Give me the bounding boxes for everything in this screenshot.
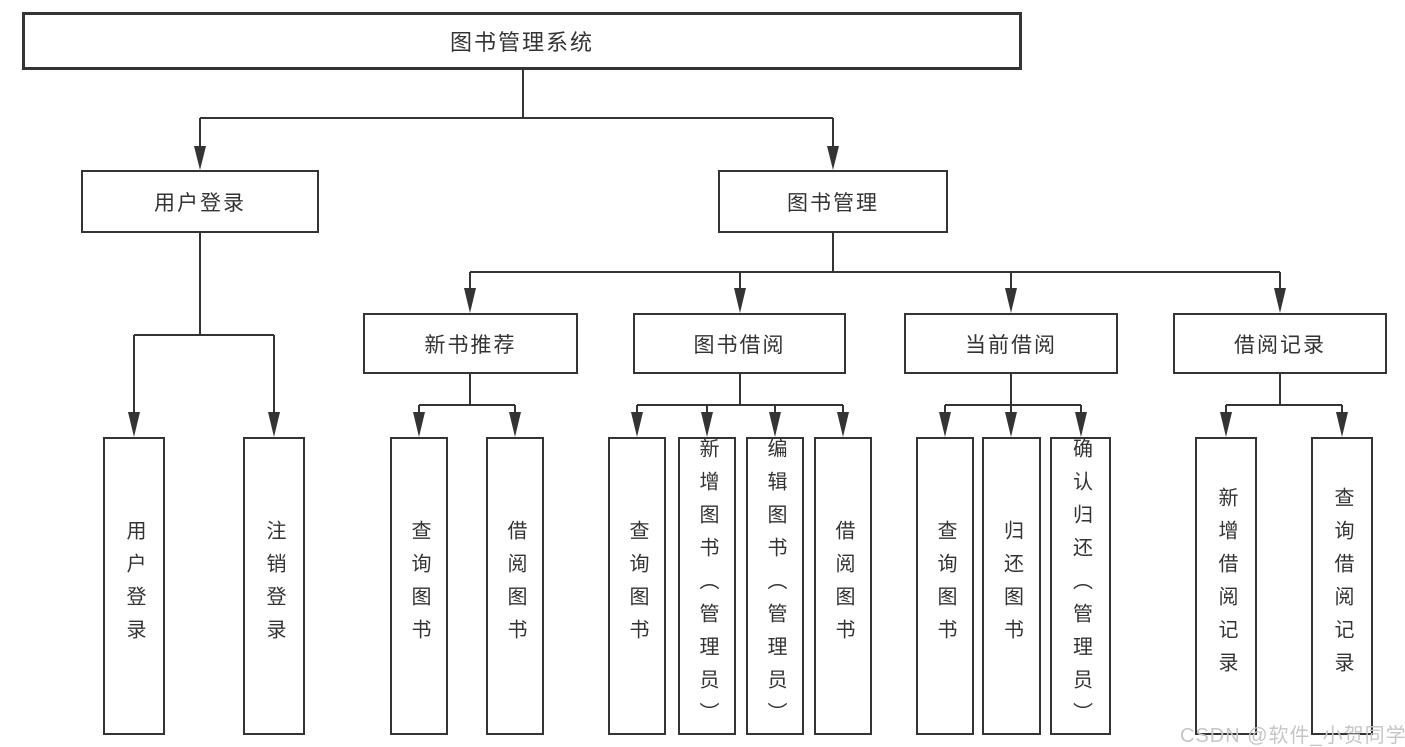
node-book-management-label: 图书管理	[787, 191, 879, 215]
leaf-recommend-borrow-books: 借阅图书	[486, 437, 544, 735]
leaf-borrowing-query-books-label: 查询图书	[626, 520, 648, 652]
node-root: 图书管理系统	[22, 12, 1022, 70]
leaf-user-login-label: 用户登录	[123, 520, 145, 652]
leaf-records-query-record-label: 查询借阅记录	[1331, 487, 1353, 685]
leaf-borrowing-edit-books-label: 编辑图书（管理员）	[764, 437, 786, 735]
leaf-current-query-books: 查询图书	[916, 437, 974, 735]
leaf-current-return-books: 归还图书	[982, 437, 1041, 735]
node-new-book-recommend: 新书推荐	[363, 313, 578, 374]
leaf-records-add-record-label: 新增借阅记录	[1215, 487, 1237, 685]
node-new-book-recommend-label: 新书推荐	[424, 333, 517, 357]
node-borrowing-records: 借阅记录	[1173, 313, 1387, 374]
node-user-login: 用户登录	[81, 170, 319, 233]
node-current-borrowing-label: 当前借阅	[965, 333, 1057, 357]
node-user-login-label: 用户登录	[154, 191, 246, 215]
leaf-records-query-record: 查询借阅记录	[1311, 437, 1373, 735]
node-current-borrowing: 当前借阅	[904, 313, 1118, 374]
leaf-borrowing-borrow-books-label: 借阅图书	[832, 520, 854, 652]
leaf-recommend-borrow-books-label: 借阅图书	[504, 520, 526, 652]
leaf-borrowing-borrow-books: 借阅图书	[814, 437, 872, 735]
node-borrowing-records-label: 借阅记录	[1234, 333, 1326, 357]
leaf-current-confirm-return-label: 确认归还（管理员）	[1069, 437, 1092, 735]
leaf-borrowing-edit-books: 编辑图书（管理员）	[746, 437, 804, 735]
leaf-borrowing-query-books: 查询图书	[608, 437, 666, 735]
node-root-label: 图书管理系统	[449, 30, 594, 55]
node-book-borrowing-label: 图书借阅	[693, 333, 786, 357]
leaf-current-query-books-label: 查询图书	[934, 520, 956, 652]
leaf-current-return-books-label: 归还图书	[1000, 520, 1023, 652]
leaf-logout: 注销登录	[243, 437, 305, 735]
csdn-watermark: CSDN @软件_小贺同学	[1180, 725, 1405, 747]
leaf-user-login: 用户登录	[103, 437, 165, 735]
leaf-recommend-query-books-label: 查询图书	[408, 520, 430, 652]
node-book-management: 图书管理	[718, 170, 948, 233]
leaf-recommend-query-books: 查询图书	[390, 437, 448, 735]
leaf-logout-label: 注销登录	[263, 520, 285, 652]
node-book-borrowing: 图书借阅	[633, 313, 846, 374]
leaf-borrowing-add-books: 新增图书（管理员）	[678, 437, 736, 735]
leaf-current-confirm-return: 确认归还（管理员）	[1050, 437, 1111, 735]
leaf-borrowing-add-books-label: 新增图书（管理员）	[696, 437, 718, 735]
leaf-records-add-record: 新增借阅记录	[1195, 437, 1257, 735]
